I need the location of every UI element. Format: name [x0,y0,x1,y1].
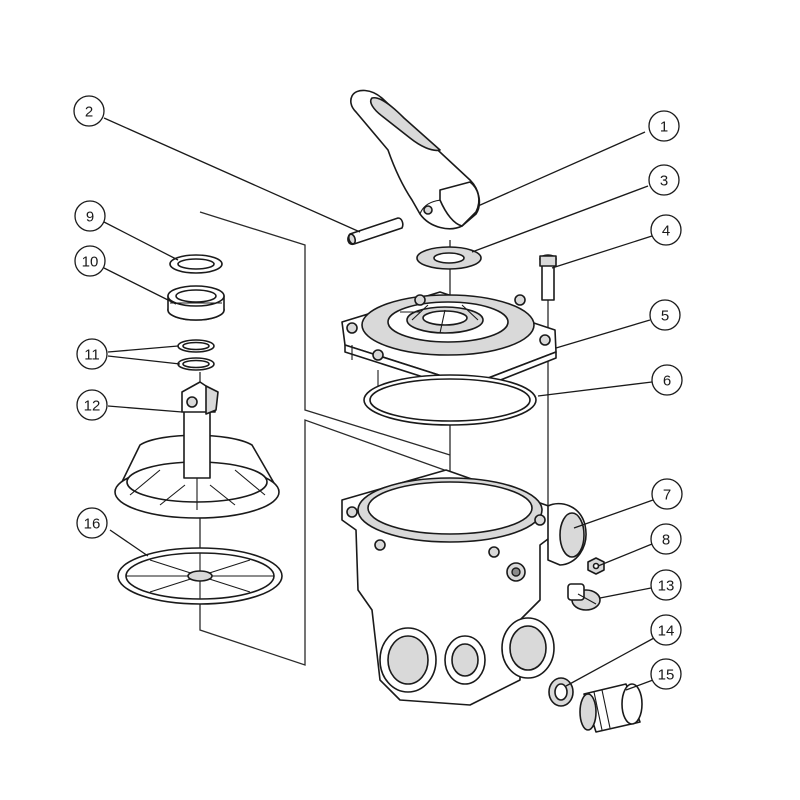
callout-1: 1 [648,110,680,142]
callout-12: 12 [76,389,108,421]
drain-plug-part[interactable] [567,583,601,611]
callout-14: 14 [650,614,682,646]
callout-12-label: 12 [84,398,101,415]
callout-3-label: 3 [660,173,668,190]
callout-2: 2 [73,95,105,127]
callout-8: 8 [650,523,682,555]
callout-7: 7 [651,478,683,510]
callout-4-label: 4 [662,223,670,240]
callout-8-label: 8 [662,532,670,549]
callout-4: 4 [650,214,682,246]
callout-10-label: 10 [82,254,99,271]
callout-16: 16 [76,507,108,539]
callout-5: 5 [649,299,681,331]
small-o-rings-part[interactable] [177,339,215,371]
callout-13-label: 13 [658,578,675,595]
callout-6: 6 [651,364,683,396]
callout-10: 10 [74,245,106,277]
bushing-part[interactable] [167,285,225,321]
bolt-part[interactable] [539,254,557,301]
o-ring-part[interactable] [363,374,537,426]
callout-14-label: 14 [658,623,675,640]
leader-lines [103,117,655,691]
valve-body-part[interactable] [341,469,587,706]
callout-2-label: 2 [85,104,93,121]
fitting-part[interactable] [579,683,643,733]
callout-11: 11 [76,338,108,370]
callout-3: 3 [648,164,680,196]
callout-6-label: 6 [663,373,671,390]
callout-5-label: 5 [661,308,669,325]
seal-ring-part[interactable] [169,254,223,274]
handle-part[interactable] [350,89,481,230]
callout-13: 13 [650,569,682,601]
callout-15-label: 15 [658,667,675,684]
callout-16-label: 16 [84,516,101,533]
pin-part[interactable] [347,217,404,246]
washer-part[interactable] [416,246,482,270]
rotor-part[interactable] [114,381,280,519]
diffuser-gasket-part[interactable] [117,547,283,605]
callout-9-label: 9 [86,209,94,226]
valve-cover-part[interactable] [341,291,557,408]
callout-11-label: 11 [84,347,100,364]
callout-15: 15 [650,658,682,690]
gasket-part[interactable] [548,677,574,707]
callout-1-label: 1 [660,119,668,136]
nut-part[interactable] [587,557,605,575]
callout-9: 9 [74,200,106,232]
callout-7-label: 7 [663,487,671,504]
